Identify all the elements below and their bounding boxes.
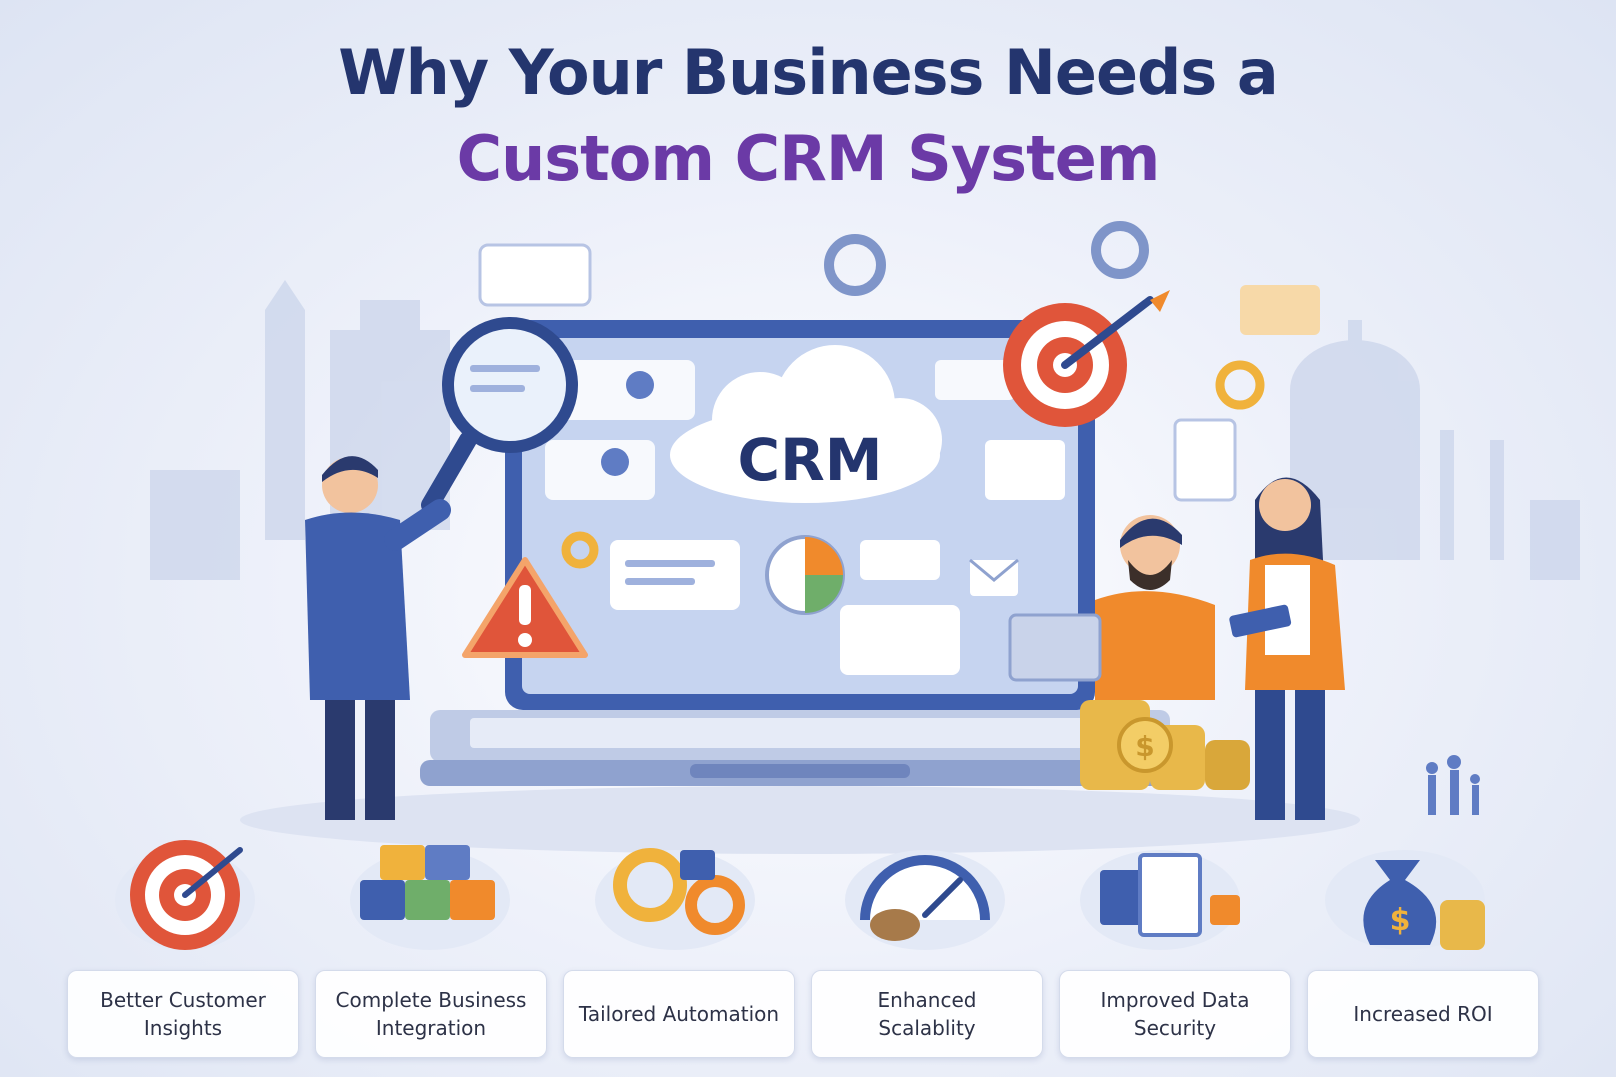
- mail-widget: [1240, 285, 1320, 335]
- benefit-label: Improved Data Security: [1100, 988, 1250, 1040]
- benefit-label: Enhanced Scalablity: [877, 988, 977, 1040]
- gear-icon: [561, 360, 1265, 569]
- target-icon: [115, 840, 255, 950]
- benefit-card-increased-roi: Increased ROI: [1307, 970, 1539, 1058]
- gears-icon: [595, 848, 755, 950]
- benefit-label: Complete Business Integration: [335, 988, 527, 1040]
- magnifier-icon: [421, 317, 578, 514]
- crm-cloud: [670, 345, 942, 503]
- page-title-line-2: Custom CRM System: [456, 122, 1161, 195]
- coin-stack: $: [1080, 700, 1250, 790]
- people-silhouette: [1426, 755, 1480, 815]
- benefit-label: Tailored Automation: [578, 1002, 780, 1026]
- svg-text:$: $: [1135, 730, 1154, 763]
- person-analyst: [305, 456, 451, 820]
- crm-cloud-label: CRM: [738, 426, 883, 494]
- warning-icon: [462, 557, 588, 658]
- benefit-card-better-customer-insights: Better Customer Insights: [67, 970, 299, 1058]
- floor-shadow: [240, 786, 1360, 854]
- benefit-card-improved-data-security: Improved Data Security: [1059, 970, 1291, 1058]
- benefit-label: Increased ROI: [1353, 1002, 1493, 1026]
- puzzle-icon: [350, 845, 510, 950]
- person-manager: [1229, 477, 1345, 820]
- gear-icon: [824, 221, 1149, 296]
- screen-ui: [545, 360, 1065, 675]
- benefit-label: Better Customer Insights: [100, 988, 266, 1040]
- note-widget: [1173, 418, 1237, 502]
- target-icon: [1003, 290, 1170, 427]
- speedometer-icon: [845, 850, 1005, 950]
- svg-text:$: $: [1390, 903, 1411, 938]
- secure-document-icon: [1080, 850, 1240, 950]
- money-bag-icon: $: [1325, 850, 1485, 950]
- benefit-card-tailored-automation: Tailored Automation: [563, 970, 795, 1058]
- benefit-card-enhanced-scalability: Enhanced Scalablity: [811, 970, 1043, 1058]
- person-developer: [1008, 515, 1215, 700]
- page-title-line-1: Why Your Business Needs a: [338, 36, 1278, 109]
- benefit-card-complete-business-integration: Complete Business Integration: [315, 970, 547, 1058]
- chat-bubble-widget: [478, 243, 592, 307]
